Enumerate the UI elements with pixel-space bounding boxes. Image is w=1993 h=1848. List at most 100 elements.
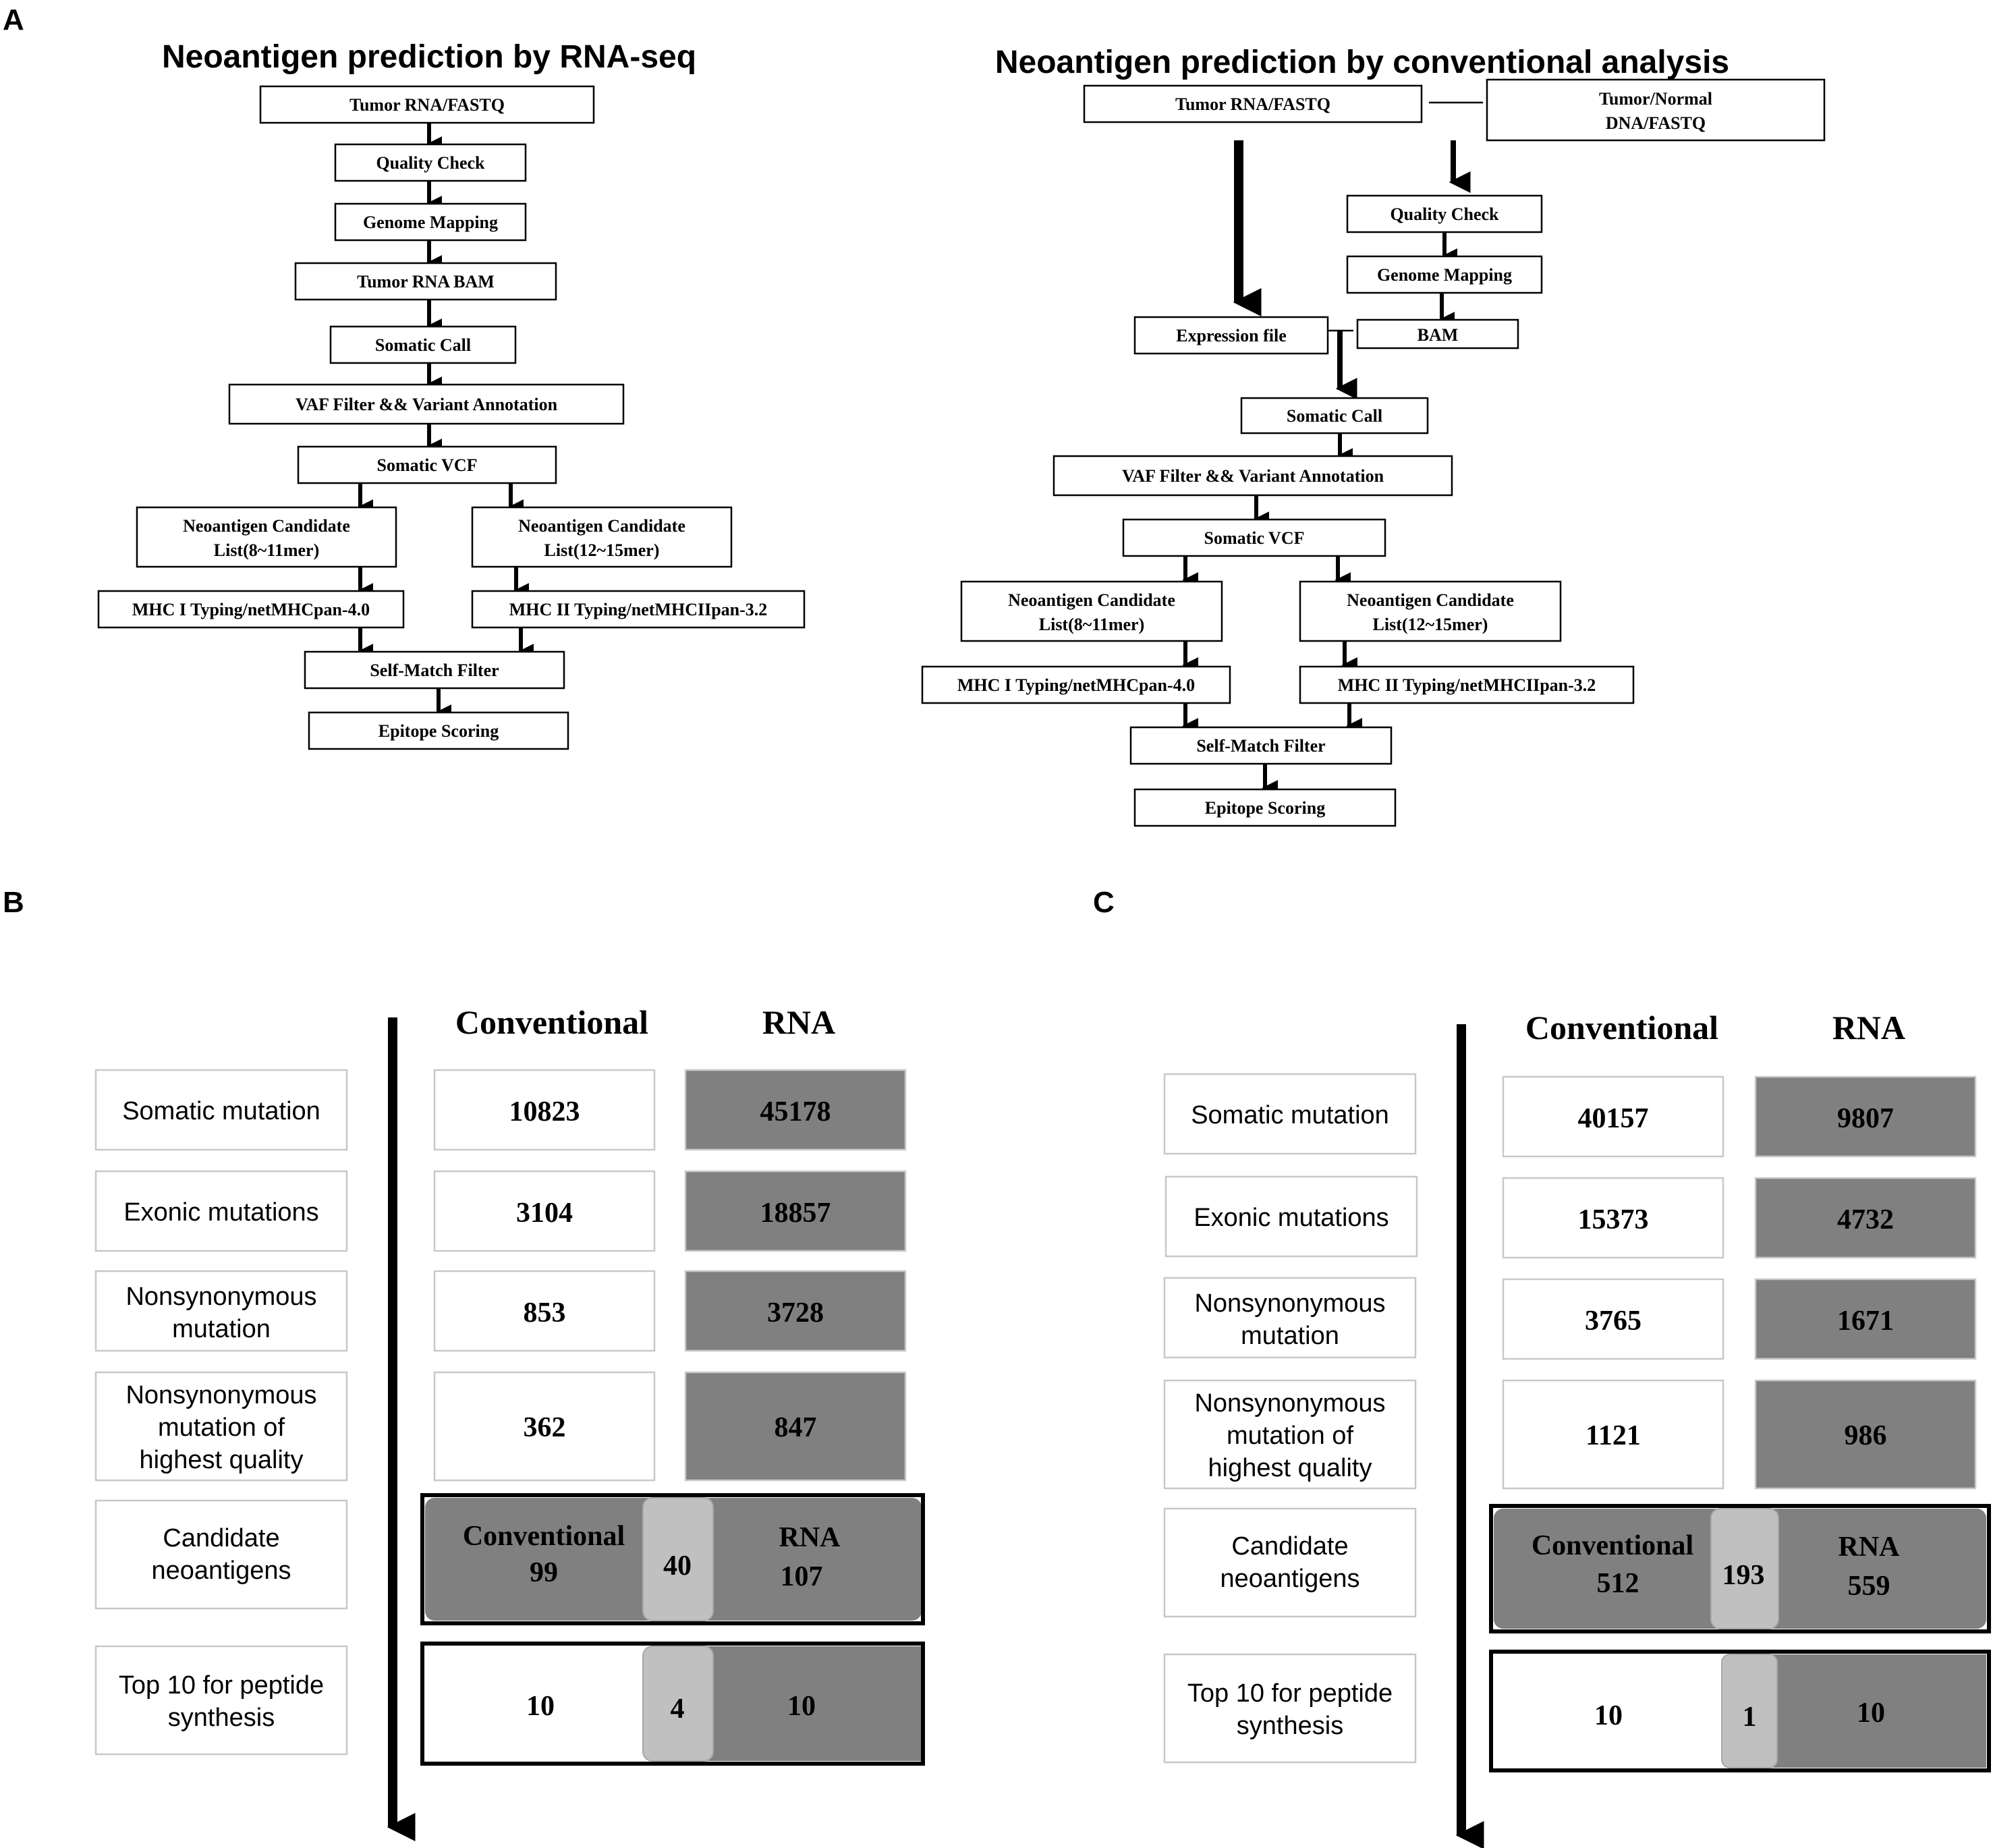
flow-conv-bam-label: BAM xyxy=(1417,325,1459,345)
flow-conv-somatic-call-box: Somatic Call xyxy=(1240,397,1429,435)
table-row: 3104 18857 xyxy=(433,1170,907,1252)
flow-rna-self-match-box: Self-Match Filter xyxy=(304,650,565,690)
table-c-conventional-value: 1121 xyxy=(1585,1420,1641,1451)
table-row: 1121 986 xyxy=(1502,1379,1977,1490)
table-b-top10-overlap: 4 xyxy=(671,1693,685,1725)
table-c-rna-value: 1671 xyxy=(1837,1306,1894,1337)
svg-text:highest quality: highest quality xyxy=(1208,1454,1372,1482)
table-b-candidates-conv-value: 99 xyxy=(530,1557,558,1588)
flow-conv-epitope-label: Epitope Scoring xyxy=(1205,798,1325,818)
svg-text:Exonic mutations: Exonic mutations xyxy=(123,1198,318,1227)
flow-rna-genome-mapping-label: Genome Mapping xyxy=(363,213,498,232)
table-c-row-label: Candidate neoantigens xyxy=(1163,1507,1417,1618)
table-c-candidates-rna-value: 559 xyxy=(1848,1571,1890,1602)
flow-rna-quality-check-label: Quality Check xyxy=(376,153,485,173)
table-b-conventional-value: 853 xyxy=(524,1297,566,1328)
flow-rna-title: Neoantigen prediction by RNA-seq xyxy=(162,39,696,75)
table-c-candidates-overlap: 193 xyxy=(1722,1560,1765,1591)
flow-conv-expression-box: Expression file xyxy=(1133,316,1329,355)
svg-text:synthesis: synthesis xyxy=(168,1704,275,1732)
flow-conv-candidate-list-2-line-2: List(12~15mer) xyxy=(1373,615,1488,634)
flow-rna-tumor-bam-box: Tumor RNA BAM xyxy=(294,262,557,301)
flow-rna-somatic-vcf-label: Somatic VCF xyxy=(376,455,477,475)
flow-rna-candidate-list-2-line-1: Neoantigen Candidate xyxy=(518,516,685,536)
flow-conv-somatic-call-label: Somatic Call xyxy=(1287,406,1382,426)
table-b-conventional-value: 362 xyxy=(524,1412,566,1443)
panel-letter-c: C xyxy=(1093,886,1115,919)
svg-text:mutation of: mutation of xyxy=(158,1413,285,1442)
table-c-row-label: Nonsynonymous mutation of highest qualit… xyxy=(1163,1379,1417,1490)
table-c-candidates-conv-value: 512 xyxy=(1597,1568,1639,1599)
flow-rna-candidate-list-1-box: Neoantigen Candidate List(8~11mer) xyxy=(136,506,397,568)
flow-conv-expression-label: Expression file xyxy=(1176,326,1286,345)
flow-conv-candidate-list-2-box: Neoantigen Candidate List(12~15mer) xyxy=(1299,580,1562,642)
flow-rna-epitope-box: Epitope Scoring xyxy=(308,711,569,750)
table-b-rna-value: 3728 xyxy=(767,1297,824,1328)
flow-conv-dna-fastq-box: Tumor/Normal DNA/FASTQ xyxy=(1486,78,1826,142)
panel-letter-a: A xyxy=(3,3,24,36)
flow-conv-genome-mapping-label: Genome Mapping xyxy=(1377,265,1512,285)
table-c-candidates-rna-label: RNA xyxy=(1838,1532,1901,1563)
table-c-top10-venn: 10 1 10 xyxy=(1489,1650,1991,1772)
flow-conv-quality-check-label: Quality Check xyxy=(1390,204,1499,224)
flow-conv-mhc1-label: MHC I Typing/netMHCpan-4.0 xyxy=(957,675,1195,695)
table-b-rna-value: 847 xyxy=(775,1412,817,1443)
table-b-row-label: Exonic mutations xyxy=(94,1170,348,1252)
flow-rna-vaf-filter-box: VAF Filter && Variant Annotation xyxy=(228,383,625,425)
flow-conv-somatic-vcf-box: Somatic VCF xyxy=(1122,518,1386,557)
table-row: 10823 45178 xyxy=(433,1069,907,1151)
flow-rna-candidate-list-2-line-2: List(12~15mer) xyxy=(544,540,660,560)
svg-text:Somatic mutation: Somatic mutation xyxy=(122,1097,320,1125)
table-b-candidates-venn: Conventional 99 40 RNA 107 xyxy=(420,1493,925,1625)
flow-rna-seq: Neoantigen prediction by RNA-seq Tumor R… xyxy=(97,39,806,750)
svg-text:neoantigens: neoantigens xyxy=(1220,1565,1359,1593)
flow-conv-bam-box: BAM xyxy=(1356,318,1519,349)
flow-conv-candidate-list-1-box: Neoantigen Candidate List(8~11mer) xyxy=(960,580,1223,642)
table-c-conventional-value: 15373 xyxy=(1578,1204,1649,1235)
table-c-top10-conv-value: 10 xyxy=(1594,1700,1623,1731)
flow-conv-dna-fastq-line-2: DNA/FASTQ xyxy=(1606,113,1706,133)
flow-conv-candidate-list-1-line-2: List(8~11mer) xyxy=(1039,615,1144,634)
table-b-row-label: Nonsynonymous mutation of highest qualit… xyxy=(94,1371,348,1482)
flow-conv-mhc2-label: MHC II Typing/netMHCIIpan-3.2 xyxy=(1338,675,1596,695)
table-b-row-label: Somatic mutation xyxy=(94,1069,348,1151)
table-c-conventional-value: 3765 xyxy=(1585,1306,1641,1337)
flow-rna-self-match-label: Self-Match Filter xyxy=(370,661,499,680)
table-c-candidates-conv-label: Conventional xyxy=(1532,1530,1693,1561)
flow-conv-quality-check-box: Quality Check xyxy=(1346,194,1543,233)
table-c-rna-value: 986 xyxy=(1845,1420,1887,1451)
table-b-rna-value: 45178 xyxy=(760,1096,831,1127)
flow-rna-somatic-call-label: Somatic Call xyxy=(375,335,471,355)
flow-conv-somatic-vcf-label: Somatic VCF xyxy=(1204,528,1304,548)
svg-text:Candidate: Candidate xyxy=(1231,1532,1348,1561)
table-b-row-label: Candidate neoantigens xyxy=(94,1499,348,1610)
flow-conventional: Neoantigen prediction by conventional an… xyxy=(921,45,1826,827)
flow-conv-vaf-filter-box: VAF Filter && Variant Annotation xyxy=(1052,455,1453,497)
table-row: 362 847 xyxy=(433,1371,907,1482)
table-row: 15373 4732 xyxy=(1502,1177,1977,1259)
svg-text:mutation of: mutation of xyxy=(1227,1422,1353,1450)
table-b-conventional-value: 10823 xyxy=(509,1096,580,1127)
flow-rna-vaf-filter-label: VAF Filter && Variant Annotation xyxy=(296,395,558,414)
flow-rna-somatic-call-box: Somatic Call xyxy=(329,325,517,364)
flow-rna-genome-mapping-box: Genome Mapping xyxy=(334,202,527,242)
svg-text:Nonsynonymous: Nonsynonymous xyxy=(125,1283,316,1311)
flow-rna-candidate-list-2-box: Neoantigen Candidate List(12~15mer) xyxy=(471,506,733,568)
table-b-col-rna: RNA xyxy=(762,1003,835,1041)
svg-text:mutation: mutation xyxy=(172,1315,271,1343)
table-b-candidates-overlap: 40 xyxy=(663,1550,692,1581)
flow-conv-self-match-box: Self-Match Filter xyxy=(1129,726,1393,765)
table-b-candidates-conv-label: Conventional xyxy=(463,1521,625,1552)
svg-text:Somatic mutation: Somatic mutation xyxy=(1191,1101,1389,1129)
table-c-top10-rna-value: 10 xyxy=(1857,1698,1885,1729)
table-b-col-conventional: Conventional xyxy=(455,1003,648,1041)
svg-text:Nonsynonymous: Nonsynonymous xyxy=(1194,1289,1385,1318)
flow-rna-tumor-fastq-box: Tumor RNA/FASTQ xyxy=(259,85,595,124)
flow-rna-candidate-list-1-line-1: Neoantigen Candidate xyxy=(183,516,350,536)
svg-text:highest quality: highest quality xyxy=(140,1446,304,1474)
flow-rna-mhc1-label: MHC I Typing/netMHCpan-4.0 xyxy=(132,600,370,619)
table-b-candidates-rna-label: RNA xyxy=(779,1522,841,1553)
flow-conv-genome-mapping-box: Genome Mapping xyxy=(1346,255,1543,294)
